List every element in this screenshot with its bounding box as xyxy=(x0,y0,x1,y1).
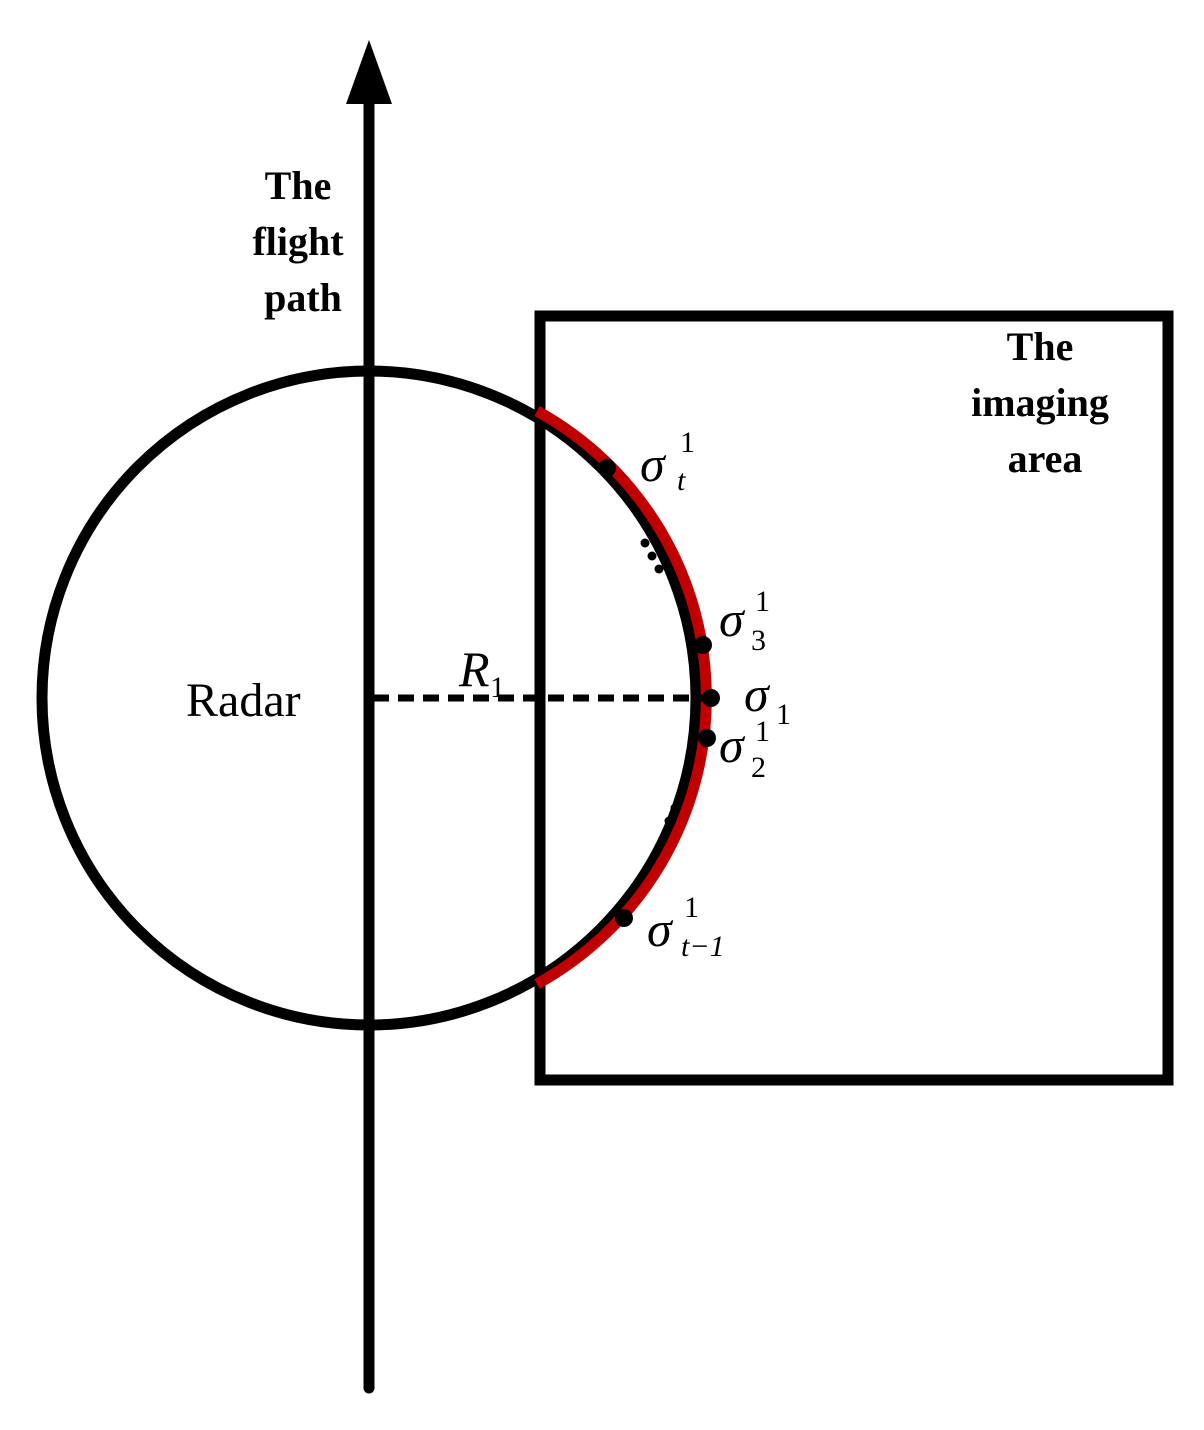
flight-path-label-line1: The xyxy=(265,163,332,208)
label-sigma-2-symbol: σ xyxy=(719,717,746,773)
label-sigma-t-sup: 1 xyxy=(680,426,695,459)
label-sigma-3: σ 1 3 xyxy=(719,585,774,657)
label-sigma-2-sub: 2 xyxy=(751,751,766,784)
imaging-area-label-line3: area xyxy=(1008,436,1083,481)
imaging-area-rect xyxy=(534,310,1174,1086)
flight-path-label: The flight path xyxy=(252,163,353,320)
label-sigma-t-sub: t xyxy=(677,464,686,497)
flight-path-label-line3: path xyxy=(264,275,342,320)
flight-path-arrowhead xyxy=(346,40,392,104)
label-sigma-3-sup: 1 xyxy=(755,585,770,618)
point-sigma-2 xyxy=(698,729,716,747)
imaging-area-label: The imaging area xyxy=(971,324,1119,481)
label-sigma-2: σ 1 2 xyxy=(719,715,774,784)
range-label-sub: 1 xyxy=(490,671,505,704)
label-sigma-1-symbol: σ xyxy=(744,666,771,722)
ellipsis-upper xyxy=(640,538,664,574)
point-sigma-t xyxy=(598,459,616,477)
label-sigma-t-1-symbol: σ xyxy=(647,901,674,957)
point-sigma-3 xyxy=(694,636,712,654)
point-sigma-t-1 xyxy=(615,909,633,927)
radar-label: Radar xyxy=(186,674,301,727)
label-sigma-3-symbol: σ xyxy=(719,591,746,647)
label-sigma-t: σ 1 t xyxy=(640,426,699,497)
label-sigma-t-1: σ 1 t−1 xyxy=(647,891,725,963)
label-sigma-1-sub: 1 xyxy=(776,698,791,731)
imaging-area-label-line2: imaging xyxy=(971,380,1109,425)
label-sigma-1: σ 1 xyxy=(744,666,791,731)
imaging-area-label-line1: The xyxy=(1007,324,1074,369)
label-sigma-2-sup: 1 xyxy=(755,715,770,748)
label-sigma-t-1-sup: 1 xyxy=(684,891,699,924)
ellipsis-lower xyxy=(664,790,686,826)
range-label: R 1 xyxy=(458,641,505,704)
label-sigma-t-symbol: σ xyxy=(640,436,667,492)
flight-path-label-line2: flight xyxy=(252,219,344,264)
label-sigma-3-sub: 3 xyxy=(751,624,766,657)
range-label-symbol: R xyxy=(458,641,490,697)
label-sigma-t-1-sub: t−1 xyxy=(681,930,725,963)
point-sigma-1 xyxy=(702,689,720,707)
